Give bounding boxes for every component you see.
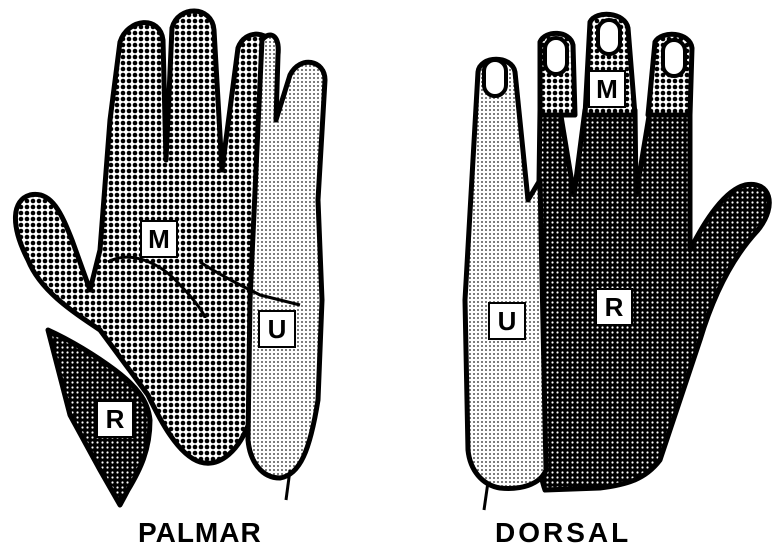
- palmar-label-median: M: [140, 220, 178, 258]
- dorsal-radial-region: [536, 110, 769, 490]
- dorsal-label-ulnar: U: [488, 302, 526, 340]
- dorsal-label-median: M: [588, 70, 626, 108]
- palmar-label-ulnar: U: [258, 310, 296, 348]
- palmar-ulnar-region: [248, 35, 325, 478]
- dorsal-wrist-line: [484, 482, 488, 510]
- caption-dorsal: DORSAL: [495, 517, 631, 549]
- caption-palmar: PALMAR: [138, 517, 262, 549]
- dorsal-nail-little: [484, 60, 506, 96]
- dorsal-ulnar-region: [465, 59, 546, 488]
- palmar-label-radial: R: [96, 400, 134, 438]
- dorsal-label-radial: R: [595, 288, 633, 326]
- dorsal-nail-ring: [663, 40, 685, 76]
- dorsal-nail-index: [545, 38, 567, 74]
- dorsal-nail-middle: [598, 20, 620, 54]
